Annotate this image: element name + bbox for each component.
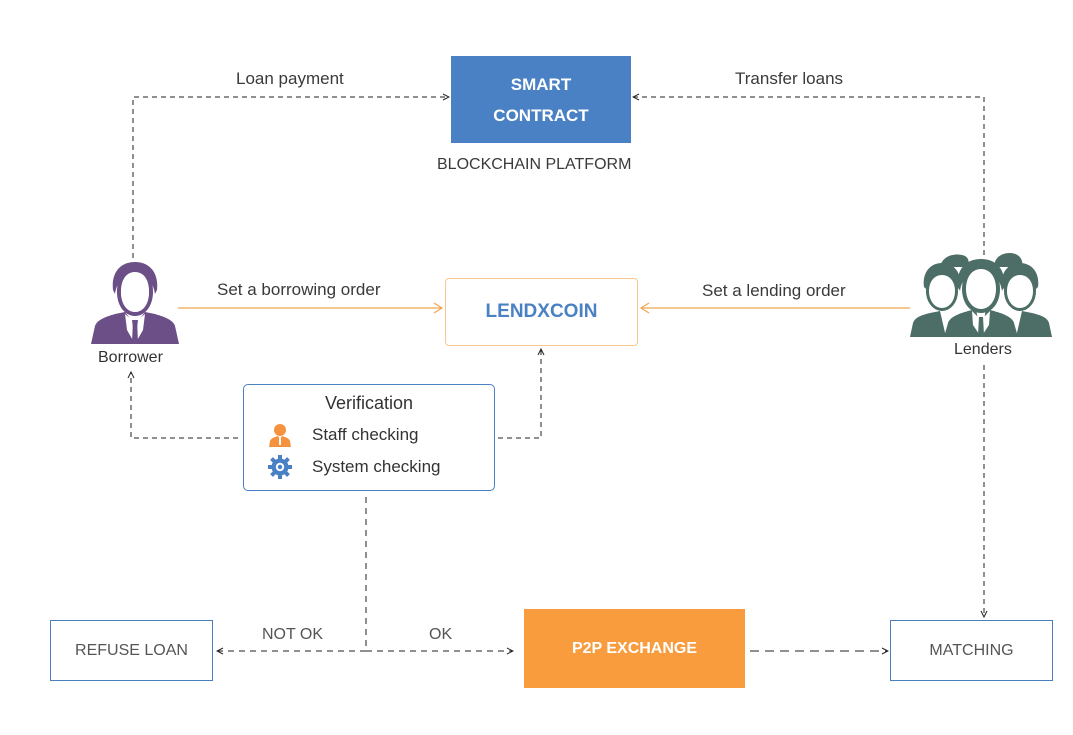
businessman-icon [91,262,179,344]
lenders-node[interactable] [910,253,1052,337]
lenders-label: Lenders [954,341,1012,358]
verification-to-borrower-connector [131,372,238,439]
lending-order-label: Set a lending order [702,281,846,300]
lendxcoin-node[interactable]: LENDXCOIN [445,278,638,346]
not-ok-label: NOT OK [262,626,324,643]
matching-label: MATCHING [929,641,1014,659]
p2p-exchange-node[interactable]: P2P EXCHANGE [524,609,745,688]
borrower-node[interactable] [91,260,179,344]
ok-label: OK [429,626,453,643]
verification-panel[interactable]: Verification Staff checking [243,384,495,491]
p2p-exchange-label: P2P EXCHANGE [571,639,698,657]
matching-node[interactable]: MATCHING [890,620,1053,681]
staff-person-icon [266,422,294,448]
lendxcoin-label: LENDXCOIN [485,301,598,322]
group-icon [910,253,1052,337]
system-checking-label: System checking [312,457,441,476]
loan-payment-label: Loan payment [236,69,344,88]
transfer-loans-connector [633,97,985,255]
smart-contract-node[interactable]: SMART CONTRACT [451,56,631,143]
refuse-loan-node[interactable]: REFUSE LOAN [50,620,213,681]
staff-checking-label: Staff checking [312,425,419,444]
gear-icon [266,454,294,480]
borrower-label: Borrower [98,349,163,366]
refuse-loan-label: REFUSE LOAN [75,641,188,659]
smart-contract-line1: SMART [510,74,572,94]
verification-item-system: System checking [266,454,441,480]
transfer-loans-label: Transfer loans [735,69,844,88]
loan-payment-connector [132,97,449,258]
smart-contract-line2: CONTRACT [493,105,589,125]
blockchain-platform-caption: BLOCKCHAIN PLATFORM [437,156,632,173]
verification-to-lendxcoin-connector [498,349,541,439]
verification-item-staff: Staff checking [266,422,418,448]
verification-title: Verification [324,393,414,413]
borrowing-order-label: Set a borrowing order [217,280,381,299]
